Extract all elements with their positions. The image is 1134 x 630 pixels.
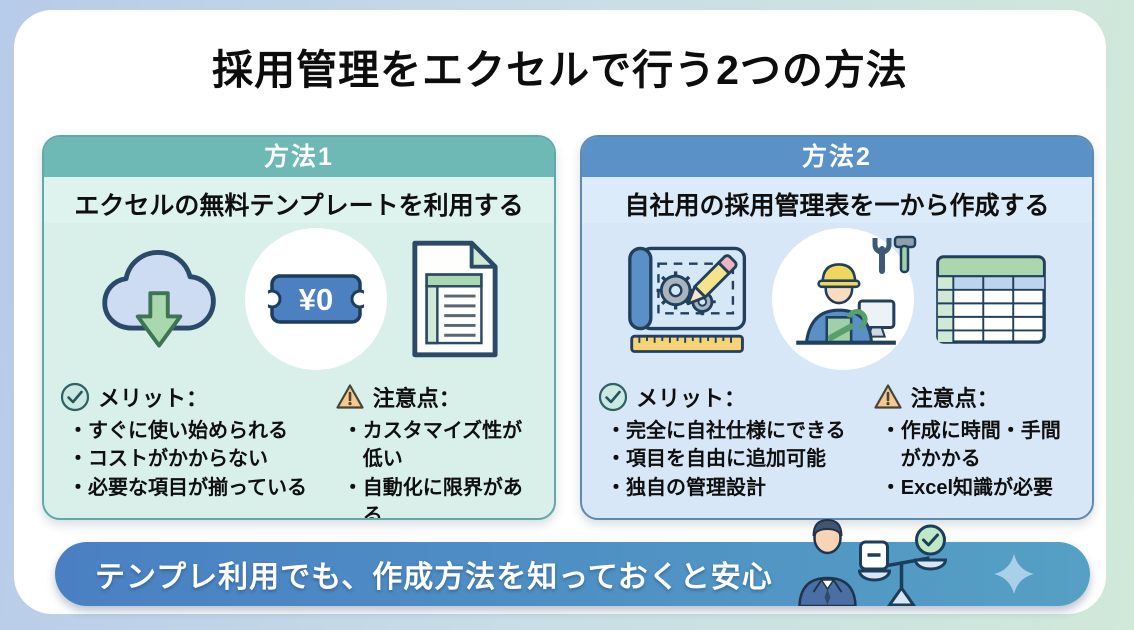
- caution-heading: 注意点：: [873, 381, 1080, 413]
- method2-header: 方法2: [582, 137, 1092, 177]
- caution-label: 注意点：: [372, 386, 461, 411]
- caution-label: 注意点：: [910, 386, 999, 411]
- circle-backdrop: ¥0: [245, 228, 387, 370]
- method2-merit-column: メリット： ・完全に自社仕様にできる ・項目を自由に追加可能 ・独自の管理設計: [598, 381, 873, 518]
- conclusion-banner: テンプレ利用でも、作成方法を知っておくと安心: [55, 518, 1090, 606]
- cloud-download-icon: [102, 250, 216, 348]
- merit-label: メリット：: [636, 386, 747, 411]
- worker-build-icon: [796, 263, 896, 345]
- method2-illustration: [582, 223, 1092, 375]
- check-circle-icon: [598, 382, 628, 412]
- method1-subtitle: エクセルの無料テンプレートを利用する: [44, 177, 554, 223]
- main-panel: 採用管理をエクセルで行う2つの方法 方法1 エクセルの無料テンプレートを利用する: [14, 10, 1106, 614]
- free-ticket-icon: ¥0: [268, 274, 364, 324]
- list-item: ・すぐに使い始められる: [68, 420, 288, 442]
- methods-row: 方法1 エクセルの無料テンプレートを利用する ¥0: [42, 135, 1094, 520]
- check-circle-icon: [60, 382, 90, 412]
- merit-list: ・完全に自社仕様にできる ・項目を自由に追加可能 ・独自の管理設計: [598, 417, 873, 502]
- merit-heading: メリット：: [598, 381, 873, 413]
- blueprint-gears-icon: [628, 246, 747, 353]
- list-item: ・必要な項目が揃っている: [68, 476, 307, 499]
- method2-subtitle: 自社用の採用管理表を一から作成する: [582, 177, 1092, 223]
- banner-text: テンプレ利用でも、作成方法を知っておくと安心: [95, 561, 773, 594]
- wrench-hammer-icon: [872, 235, 917, 274]
- method1-caution-column: 注意点： ・カスタマイズ性が低い ・自動化に限界がある: [335, 381, 542, 520]
- list-item: ・カスタマイズ性が低い: [342, 420, 523, 471]
- method1-illustration: ¥0: [44, 223, 554, 375]
- merit-label: メリット：: [98, 386, 209, 411]
- merit-list: ・すぐに使い始められる ・コストがかからない ・必要な項目が揃っている: [60, 417, 335, 502]
- warning-triangle-icon: [874, 384, 902, 409]
- ticket-price-label: ¥0: [299, 282, 333, 317]
- list-item: ・コストがかからない: [68, 448, 268, 471]
- list-item: ・項目を自由に追加可能: [606, 448, 826, 471]
- method2-card: 方法2 自社用の採用管理表を一から作成する: [580, 135, 1094, 520]
- list-item: ・作成に時間・手間がかかる: [880, 420, 1061, 471]
- page-title: 採用管理をエクセルで行う2つの方法: [212, 47, 908, 93]
- circle-backdrop: [772, 228, 914, 370]
- template-document-icon: [412, 240, 498, 358]
- merit-heading: メリット：: [60, 381, 335, 413]
- method2-points: メリット： ・完全に自社仕様にできる ・項目を自由に追加可能 ・独自の管理設計: [582, 375, 1092, 518]
- warning-triangle-icon: [336, 384, 364, 409]
- method1-merit-column: メリット： ・すぐに使い始められる ・コストがかからない ・必要な項目が揃ってい…: [60, 381, 335, 518]
- caution-heading: 注意点：: [335, 381, 542, 413]
- method1-points: メリット： ・すぐに使い始められる ・コストがかからない ・必要な項目が揃ってい…: [44, 375, 554, 520]
- list-item: ・自動化に限界がある: [342, 476, 523, 520]
- caution-list: ・作成に時間・手間がかかる ・Excel知識が必要: [873, 417, 1080, 502]
- list-item: ・Excel知識が必要: [880, 476, 1053, 499]
- list-item: ・独自の管理設計: [606, 476, 766, 499]
- spreadsheet-table-icon: [936, 254, 1046, 344]
- sparkle-icon: [994, 554, 1034, 594]
- caution-list: ・カスタマイズ性が低い ・自動化に限界がある: [335, 417, 542, 520]
- method1-card: 方法1 エクセルの無料テンプレートを利用する ¥0: [42, 135, 556, 520]
- method2-caution-column: 注意点： ・作成に時間・手間がかかる ・Excel知識が必要: [873, 381, 1080, 518]
- method1-header: 方法1: [44, 137, 554, 177]
- businessman-scale-icon: [798, 518, 948, 606]
- list-item: ・完全に自社仕様にできる: [606, 420, 846, 442]
